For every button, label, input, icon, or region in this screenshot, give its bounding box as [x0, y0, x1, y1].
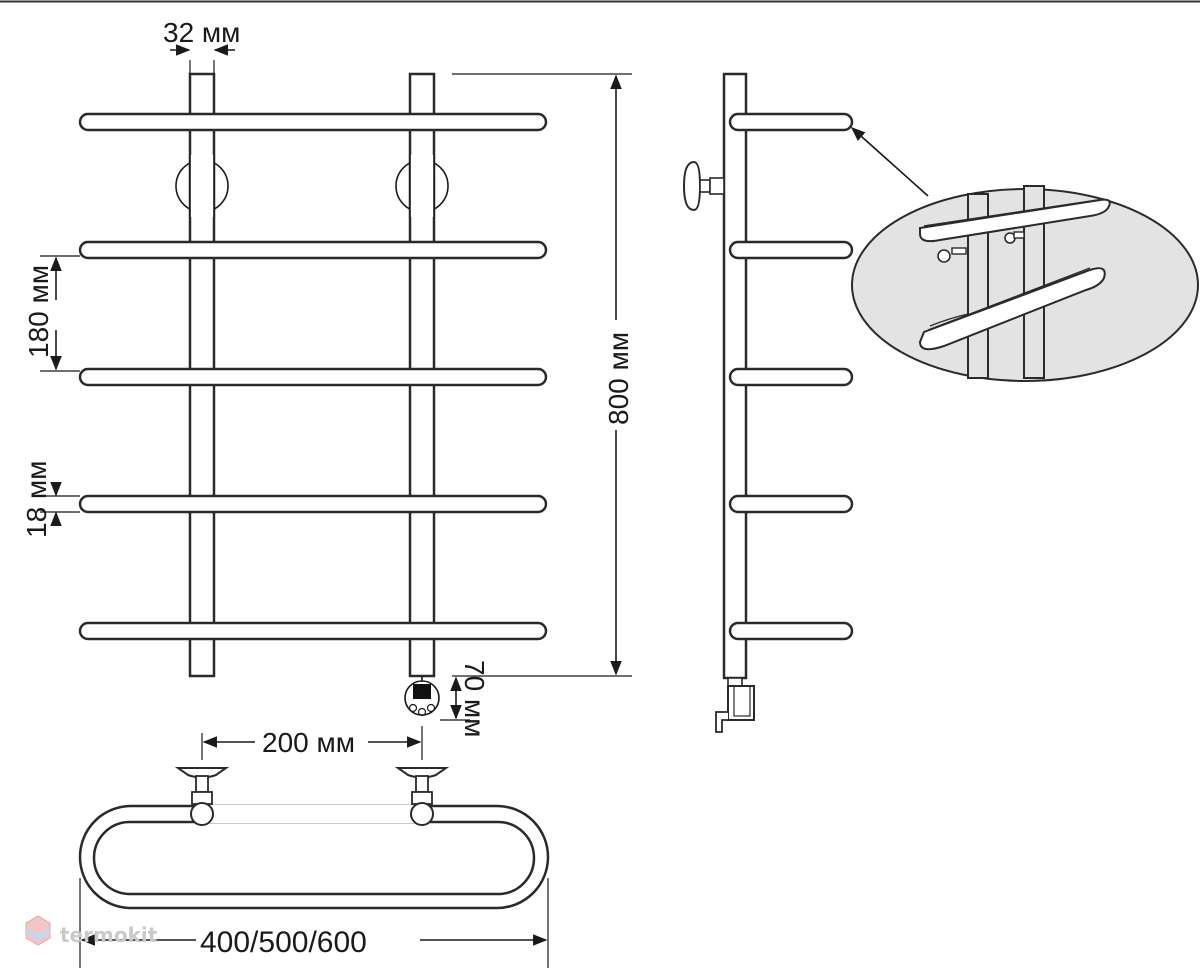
rung-2: [78, 240, 548, 260]
termokit-watermark: termokit: [24, 915, 158, 947]
dim-rung-spacing: 180 мм: [23, 255, 80, 372]
left-wall-flange: [175, 155, 229, 217]
side-rung-4: [728, 494, 854, 514]
right-top-mount: [394, 767, 450, 826]
label-rung-spacing: 180 мм: [23, 265, 54, 358]
label-heater-offset: 70 мм: [459, 660, 490, 737]
side-heater: [715, 677, 755, 733]
right-wall-flange: [395, 155, 449, 217]
dim-pipe-diameter: 32 мм: [163, 17, 240, 74]
dim-height: 800 мм: [452, 73, 634, 677]
rung-3: [78, 367, 548, 387]
rung-1: [78, 112, 548, 132]
label-width-options: 400/500/600: [200, 926, 367, 959]
left-top-mount: [174, 767, 230, 826]
watermark-text: termokit: [60, 923, 158, 947]
side-rung-5: [728, 621, 854, 641]
side-rung-3: [728, 367, 854, 387]
dim-mount-spacing: 200 мм: [201, 726, 423, 760]
side-wall-bracket: [682, 160, 725, 212]
detail-view: [851, 185, 1199, 382]
top-view: [78, 767, 550, 910]
label-rung-diameter: 18 мм: [21, 461, 52, 538]
dim-width: 400/500/600: [79, 878, 549, 968]
side-rung-1: [728, 112, 854, 132]
detail-callout-arrow: [850, 127, 929, 197]
dim-heater-offset: 70 мм: [440, 660, 490, 737]
heater-unit: [404, 676, 440, 717]
side-rung-2: [728, 240, 854, 260]
dim-rung-diameter: 18 мм: [21, 461, 80, 538]
label-mount-spacing: 200 мм: [262, 727, 355, 758]
rung-4: [78, 494, 548, 514]
label-pipe-diameter: 32 мм: [163, 17, 240, 48]
front-view: [78, 72, 548, 717]
top-view-loop-inner: [92, 820, 536, 896]
side-view: [682, 72, 854, 733]
rung-5: [78, 621, 548, 641]
label-height: 800 мм: [603, 332, 634, 425]
